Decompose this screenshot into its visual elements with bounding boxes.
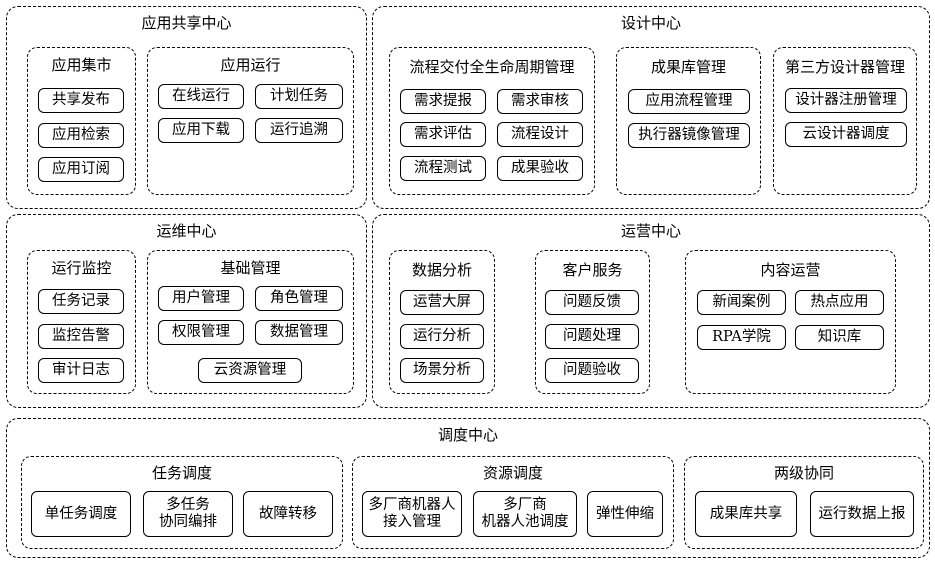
app-market-group: 应用集市: [27, 47, 136, 195]
dispatch-center-title: 调度中心: [437, 426, 498, 444]
app-subscribe-button[interactable]: 应用订阅: [38, 157, 124, 182]
base-mgmt-group: 基础管理: [147, 250, 354, 394]
app-run-title: 应用运行: [220, 56, 281, 74]
app-share-center-title: 应用共享中心: [141, 14, 232, 32]
dispatch-center: 调度中心: [6, 418, 930, 558]
cloud-resource-mgmt-button[interactable]: 云资源管理: [198, 358, 302, 383]
role-mgmt-button[interactable]: 角色管理: [255, 286, 343, 311]
scheduled-task-button[interactable]: 计划任务: [255, 84, 343, 109]
analysis-group: 数据分析: [389, 250, 495, 394]
app-market-title: 应用集市: [51, 56, 112, 74]
library-group: 成果库管理: [616, 47, 761, 195]
result-accept-button[interactable]: 成果验收: [497, 156, 583, 181]
issue-handle-button[interactable]: 问题处理: [545, 324, 639, 349]
process-design-button[interactable]: 流程设计: [497, 122, 583, 147]
executor-image-mgmt-button[interactable]: 执行器镜像管理: [628, 123, 750, 148]
hot-apps-button[interactable]: 热点应用: [795, 290, 884, 315]
operation-center-title: 运营中心: [620, 222, 681, 240]
design-center: 设计中心: [372, 6, 930, 209]
base-mgmt-title: 基础管理: [220, 259, 281, 277]
permission-mgmt-button[interactable]: 权限管理: [158, 320, 244, 345]
third-party-group: 第三方设计器管理: [773, 47, 917, 195]
audit-log-button[interactable]: 审计日志: [38, 358, 124, 383]
failover-button[interactable]: 故障转移: [243, 491, 333, 537]
multi-vendor-robot-pool-button[interactable]: 多厂商 机器人池调度: [473, 491, 577, 537]
rpa-academy-button[interactable]: RPA学院: [697, 325, 786, 350]
knowledge-base-button[interactable]: 知识库: [795, 325, 884, 350]
task-dispatch-title: 任务调度: [151, 464, 212, 482]
two-level-group: 两级协同: [684, 456, 924, 549]
monitor-title: 运行监控: [51, 259, 112, 277]
content-ops-title: 内容运营: [760, 261, 821, 279]
operation-center: 运营中心: [372, 214, 930, 408]
cloud-designer-dispatch-button[interactable]: 云设计器调度: [785, 122, 907, 147]
resource-dispatch-title: 资源调度: [482, 464, 543, 482]
app-search-button[interactable]: 应用检索: [38, 123, 124, 148]
task-dispatch-group: 任务调度: [21, 456, 343, 549]
designer-register-button[interactable]: 设计器注册管理: [785, 88, 907, 113]
library-share-button[interactable]: 成果库共享: [695, 491, 797, 537]
monitor-group: 运行监控: [27, 250, 136, 394]
third-party-title: 第三方设计器管理: [784, 58, 905, 76]
ops-center-title: 运维中心: [156, 222, 217, 240]
req-evaluate-button[interactable]: 需求评估: [400, 122, 486, 147]
single-task-dispatch-button[interactable]: 单任务调度: [31, 491, 131, 537]
ops-center: 运维中心: [6, 214, 367, 408]
run-trace-button[interactable]: 运行追溯: [255, 118, 343, 143]
monitor-alert-button[interactable]: 监控告警: [38, 324, 124, 349]
analysis-title: 数据分析: [411, 261, 472, 279]
issue-feedback-button[interactable]: 问题反馈: [545, 290, 639, 315]
data-mgmt-button[interactable]: 数据管理: [255, 320, 343, 345]
app-share-center: 应用共享中心: [6, 6, 367, 209]
multi-vendor-robot-access-button[interactable]: 多厂商机器人 接入管理: [362, 491, 462, 537]
customer-service-title: 客户服务: [562, 261, 623, 279]
lifecycle-title: 流程交付全生命周期管理: [409, 58, 575, 76]
req-review-button[interactable]: 需求审核: [497, 89, 583, 114]
news-cases-button[interactable]: 新闻案例: [697, 290, 786, 315]
run-data-report-button[interactable]: 运行数据上报: [810, 491, 914, 537]
share-publish-button[interactable]: 共享发布: [38, 88, 124, 113]
resource-dispatch-group: 资源调度: [352, 456, 674, 549]
content-ops-group: 内容运营: [685, 250, 896, 394]
app-download-button[interactable]: 应用下载: [158, 118, 244, 143]
issue-accept-button[interactable]: 问题验收: [545, 358, 639, 383]
scenario-analysis-button[interactable]: 场景分析: [400, 358, 484, 383]
app-process-mgmt-button[interactable]: 应用流程管理: [628, 89, 750, 114]
lifecycle-group: 流程交付全生命周期管理: [389, 47, 595, 195]
req-submit-button[interactable]: 需求提报: [400, 89, 486, 114]
ops-dashboard-button[interactable]: 运营大屏: [400, 290, 484, 315]
design-center-title: 设计中心: [620, 14, 681, 32]
user-mgmt-button[interactable]: 用户管理: [158, 286, 244, 311]
multi-task-orchestration-button[interactable]: 多任务 协同编排: [143, 491, 233, 537]
process-test-button[interactable]: 流程测试: [400, 156, 486, 181]
task-record-button[interactable]: 任务记录: [38, 289, 124, 314]
two-level-title: 两级协同: [773, 464, 834, 482]
elastic-scaling-button[interactable]: 弹性伸缩: [587, 491, 663, 537]
customer-service-group: 客户服务: [535, 250, 650, 394]
library-title: 成果库管理: [650, 58, 726, 76]
run-analysis-button[interactable]: 运行分析: [400, 324, 484, 349]
online-run-button[interactable]: 在线运行: [158, 84, 244, 109]
app-run-group: 应用运行: [147, 47, 354, 195]
